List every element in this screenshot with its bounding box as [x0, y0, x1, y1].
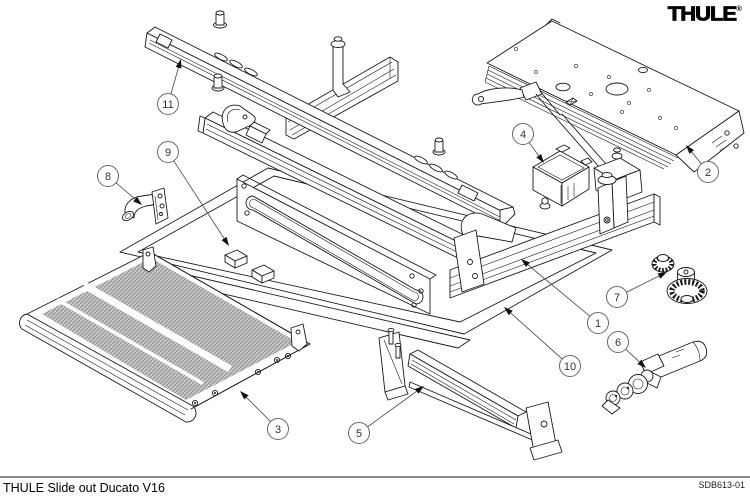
callout-6: 6: [607, 331, 646, 368]
svg-text:11: 11: [162, 99, 173, 111]
svg-text:7: 7: [614, 292, 620, 304]
bolt: [432, 137, 446, 156]
registered-mark: ®: [736, 4, 742, 14]
bolt: [211, 73, 225, 92]
callout-layer: 1 2 3 4 5 6 7 8 9 10 11: [97, 59, 719, 444]
plate-holes: [514, 47, 678, 130]
callout-3: 3: [240, 391, 289, 440]
part-1-telescopic-rail: [449, 172, 661, 299]
part-11-slotted-rail: [144, 10, 516, 228]
part-5-lower-rail: [378, 327, 563, 461]
svg-text:1: 1: [595, 318, 601, 330]
callout-8: 8: [97, 165, 142, 205]
bolt: [213, 10, 227, 29]
part-9-clips: [224, 249, 275, 284]
callout-9: 9: [157, 141, 229, 246]
footer-divider: [0, 476, 750, 478]
callout-5: 5: [348, 386, 424, 444]
svg-text:8: 8: [105, 171, 111, 183]
part-4-control-box: [532, 144, 593, 210]
drawing-title: THULE Slide out Ducato V16: [3, 481, 165, 495]
thule-logo: THULE®: [667, 2, 742, 26]
svg-text:10: 10: [564, 361, 576, 373]
crossbar-panel: [236, 174, 437, 315]
document-number: SDB613-01: [698, 480, 745, 490]
svg-text:9: 9: [165, 147, 171, 159]
part-3-step-tray: [19, 246, 311, 423]
svg-text:3: 3: [275, 424, 281, 436]
svg-text:5: 5: [356, 428, 362, 440]
part-8-corner-bracket: [121, 187, 169, 225]
callout-1: 1: [521, 259, 609, 334]
part-6-drive-motor: [601, 340, 708, 415]
thule-logo-text: THULE: [667, 2, 737, 26]
callout-10: 10: [504, 307, 581, 377]
callout-4: 4: [512, 123, 544, 163]
svg-text:2: 2: [705, 167, 711, 179]
callout-7: 7: [606, 272, 667, 308]
svg-text:6: 6: [615, 337, 621, 349]
left-guide-rail: [197, 104, 469, 259]
callout-2: 2: [686, 145, 719, 183]
svg-text:4: 4: [520, 129, 526, 141]
part-7-bevel-gears: [651, 254, 708, 304]
callout-11: 11: [157, 59, 182, 115]
step-screws: [191, 352, 292, 407]
